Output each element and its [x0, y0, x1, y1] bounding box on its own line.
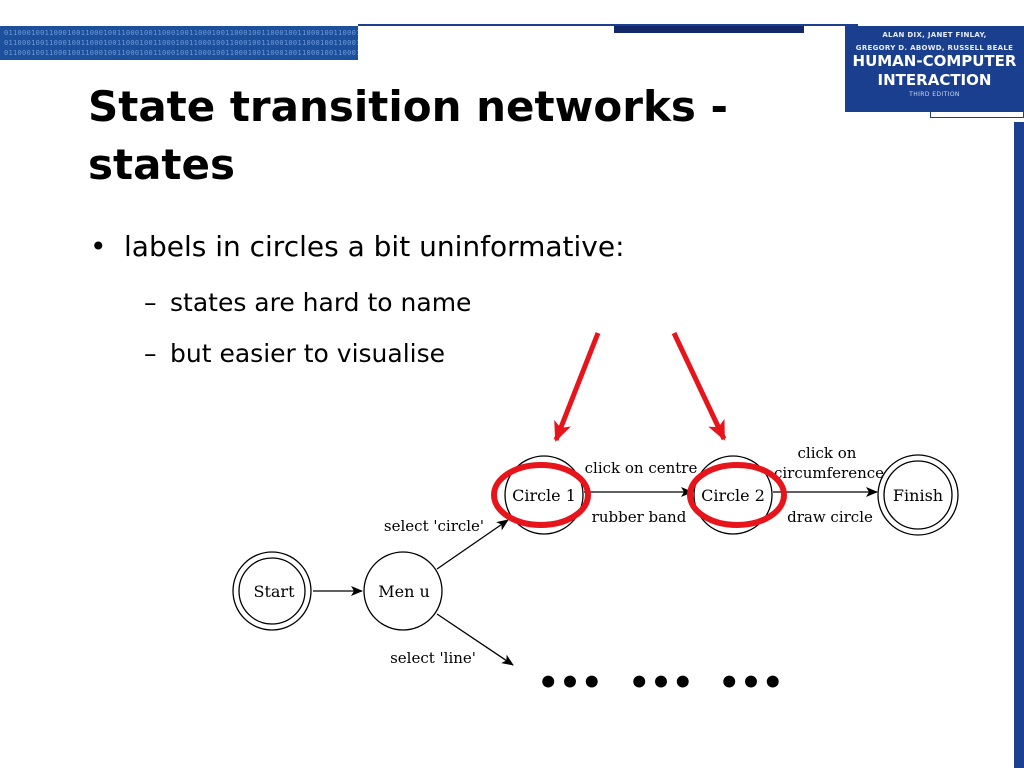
state-menu: Men u: [363, 551, 443, 631]
binary-row-1: 0110001001100010011000100110001001100010…: [4, 29, 358, 37]
state-circle2-label: Circle 2: [701, 486, 765, 505]
book-authors-line1: ALAN DIX, JANET FINLAY,: [882, 31, 987, 39]
label-rubber-band: rubber band: [592, 508, 687, 526]
bullet-dot: •: [90, 230, 107, 263]
ellipsis-1: •••: [537, 663, 602, 703]
bullet-text: labels in circles a bit uninformative:: [124, 230, 625, 263]
state-menu-label: Men u: [378, 582, 430, 601]
state-finish-label: Finish: [893, 486, 943, 505]
right-accent-bar: [1014, 122, 1024, 768]
transition-menu-line: [436, 613, 514, 666]
bullet-item: • labels in circles a bit uninformative:: [90, 230, 625, 263]
binary-row-2: 0110001001100010011000100110001001100010…: [4, 39, 358, 47]
label-draw-circle: draw circle: [787, 508, 873, 526]
state-circle1: Circle 1: [504, 455, 584, 535]
label-click-centre: click on centre: [585, 459, 698, 477]
sub-bullet-text-1: states are hard to name: [170, 288, 472, 317]
sub-bullet-dash: –: [144, 339, 157, 368]
highlight-arrow-circle1: [553, 332, 601, 442]
book-authors-line2: GREGORY D. ABOWD, RUSSELL BEALE: [855, 44, 1014, 52]
header-binary-banner: 0110001001100010011000100110001001100010…: [0, 26, 358, 60]
book-title-line2: INTERACTION: [877, 71, 992, 89]
label-select-circle: select 'circle': [384, 517, 484, 535]
sub-bullet-text-2: but easier to visualise: [170, 339, 446, 368]
transition-menu-circle1: [436, 519, 509, 570]
book-edition: THIRD EDITION: [909, 91, 960, 98]
header-rule: [358, 24, 858, 26]
book-title-line1: HUMAN-COMPUTER: [852, 52, 1017, 70]
slide-title: State transition networks - states: [88, 82, 728, 189]
binary-row-3: 0110001001100010011000100110001001100010…: [4, 49, 358, 57]
state-start: Start: [232, 551, 312, 631]
label-click-on: click on: [798, 444, 857, 462]
book-logo: ALAN DIX, JANET FINLAY, GREGORY D. ABOWD…: [845, 26, 1024, 112]
ellipsis-3: •••: [718, 663, 783, 703]
label-select-line: select 'line': [390, 649, 476, 667]
highlight-ring-circle2: [687, 462, 787, 528]
sub-bullet-dash: –: [144, 288, 157, 317]
state-circle2: Circle 2: [693, 455, 773, 535]
state-finish: Finish: [877, 454, 959, 536]
ellipsis-2: •••: [628, 663, 693, 703]
sub-bullet-item-2: –but easier to visualise: [144, 339, 445, 368]
state-circle1-label: Circle 1: [512, 486, 576, 505]
header-accent-bar: [614, 26, 804, 33]
sub-bullet-item-1: –states are hard to name: [144, 288, 471, 317]
highlight-ring-circle1: [491, 462, 591, 528]
label-circumference: circumference: [774, 464, 884, 482]
highlight-arrow-circle2: [671, 331, 727, 441]
state-start-label: Start: [253, 582, 295, 601]
